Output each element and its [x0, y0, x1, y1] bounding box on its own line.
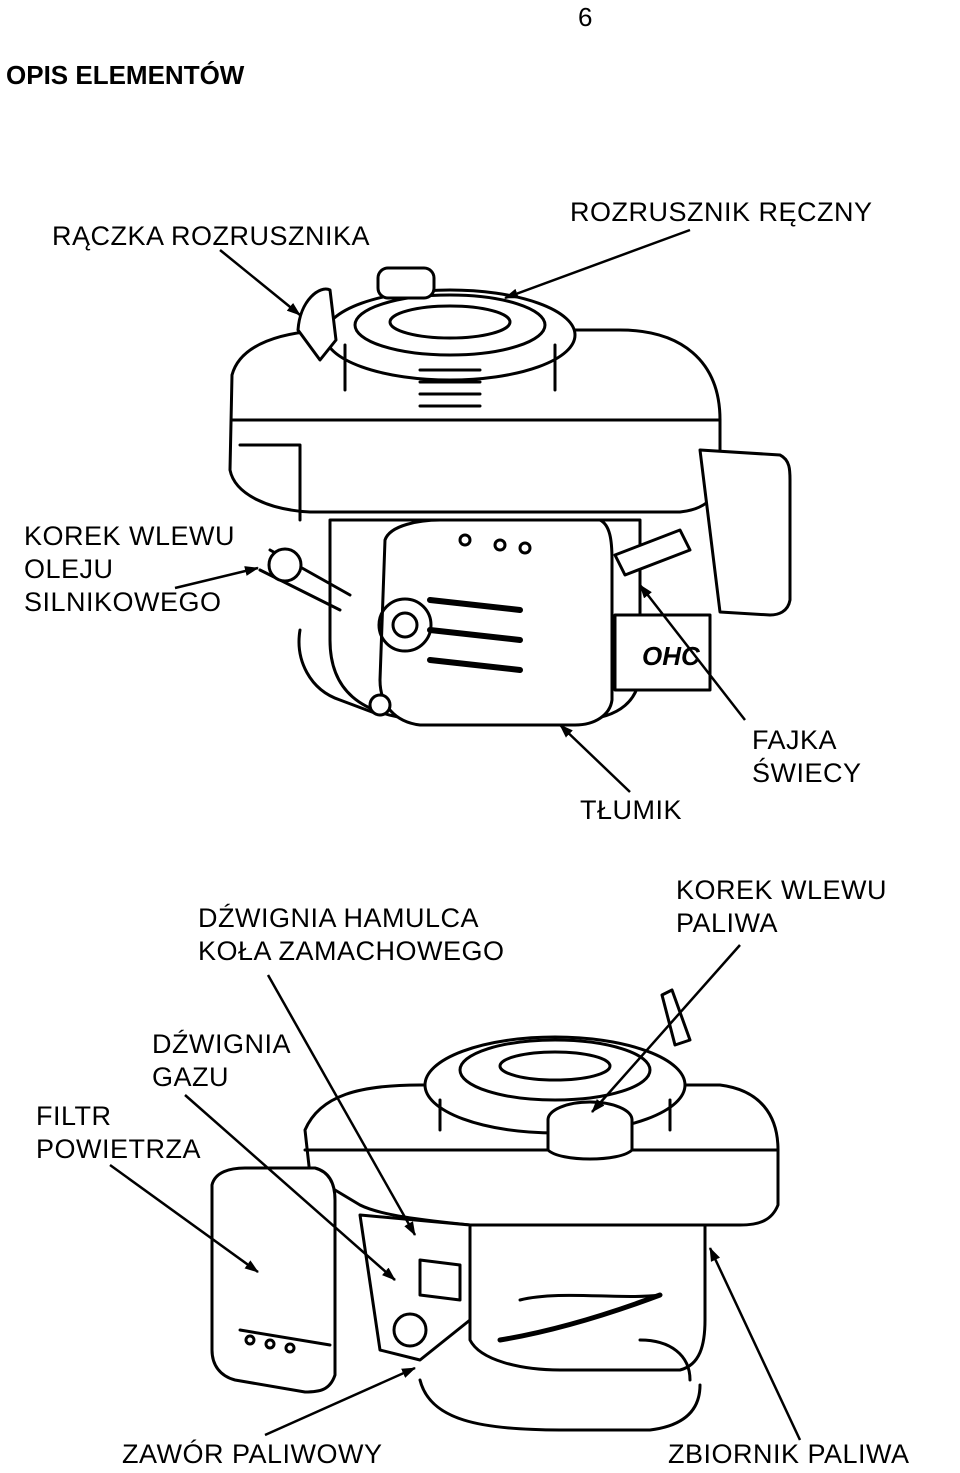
label-line: PALIWA: [676, 908, 779, 938]
label-air-filter: FILTR POWIETRZA: [36, 1100, 201, 1166]
label-oil-filler-cap: KOREK WLEWU OLEJU SILNIKOWEGO: [24, 520, 235, 619]
page-number: 6: [578, 2, 593, 32]
label-spark-plug-cap: FAJKA ŚWIECY: [752, 724, 862, 790]
label-line: KOREK WLEWU: [676, 875, 888, 905]
top-engine-drawing: [228, 266, 792, 727]
label-throttle-lever: DŹWIGNIA GAZU: [152, 1028, 291, 1094]
label-line: ŚWIECY: [752, 758, 862, 788]
label-line: GAZU: [152, 1062, 230, 1092]
label-flywheel-brake-lever: DŹWIGNIA HAMULCA KOŁA ZAMACHOWEGO: [198, 902, 505, 968]
section-title: OPIS ELEMENTÓW: [6, 60, 245, 90]
label-recoil-starter: ROZRUSZNIK RĘCZNY: [570, 197, 873, 227]
label-line: FAJKA: [752, 725, 838, 755]
label-line: KOREK WLEWU: [24, 521, 236, 551]
label-line: SILNIKOWEGO: [24, 587, 222, 617]
label-line: KOŁA ZAMACHOWEGO: [198, 936, 505, 966]
label-fuel-valve: ZAWÓR PALIWOWY: [122, 1439, 383, 1469]
top-leader-lines: [174, 228, 746, 793]
label-fuel-filler-cap: KOREK WLEWU PALIWA: [676, 874, 887, 940]
label-line: DŹWIGNIA HAMULCA: [198, 903, 480, 933]
bottom-engine-drawing: [210, 988, 780, 1432]
label-starter-grip: RĄCZKA ROZRUSZNIKA: [52, 221, 371, 251]
label-line: DŹWIGNIA: [152, 1029, 291, 1059]
bottom-leader-lines: [109, 944, 802, 1441]
label-muffler: TŁUMIK: [580, 795, 683, 825]
label-line: FILTR: [36, 1101, 112, 1131]
engine-badge: OHC: [642, 641, 701, 671]
label-fuel-tank: ZBIORNIK PALIWA: [668, 1439, 910, 1469]
label-line: POWIETRZA: [36, 1134, 201, 1164]
label-line: OLEJU: [24, 554, 114, 584]
